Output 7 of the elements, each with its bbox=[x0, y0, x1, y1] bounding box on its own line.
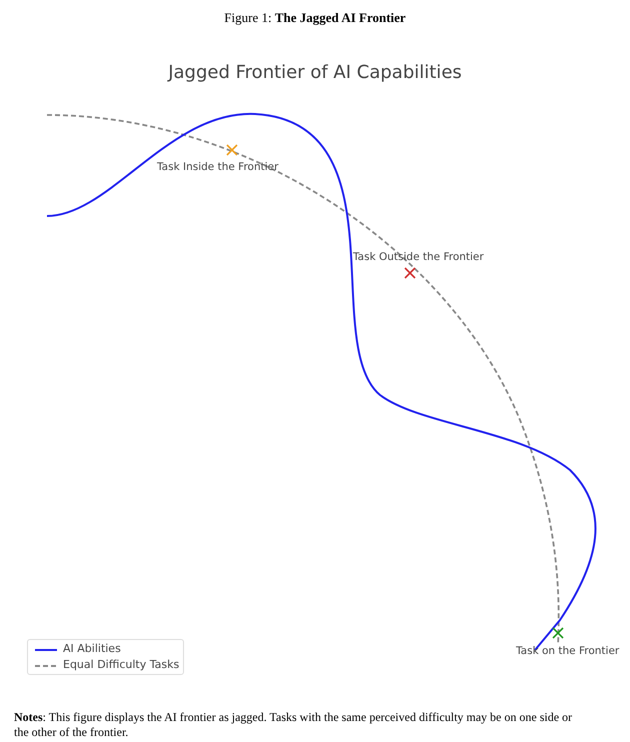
chart-title: Jagged Frontier of AI Capabilities bbox=[166, 62, 463, 83]
notes-text: Notes: This figure displays the AI frontier as jagged. Tasks with the same perceived difficulty may be on one side or the other of the frontier. bbox=[14, 710, 574, 740]
legend-label: Equal Difficulty Tasks bbox=[63, 658, 180, 671]
figure-title: Figure 1: The Jagged AI Frontier bbox=[223, 10, 407, 26]
point-label: Task Outside the Frontier bbox=[353, 251, 484, 263]
point-label: Task on the Frontier bbox=[516, 645, 620, 657]
legend-label: AI Abilities bbox=[63, 642, 121, 655]
